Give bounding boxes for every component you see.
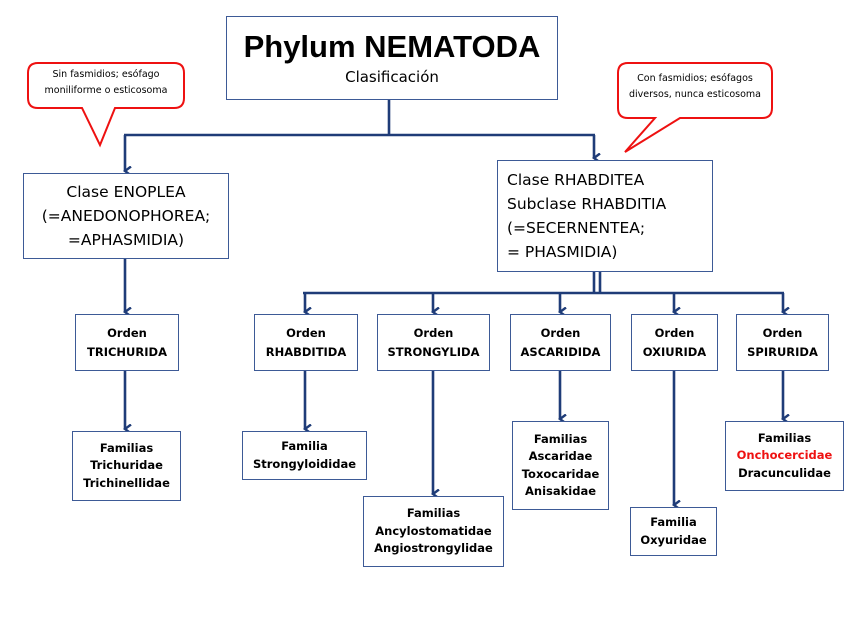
order-oxiurida-box: Orden OXIURIDA — [631, 314, 718, 371]
family-label: Familias — [99, 440, 154, 455]
family-name: Toxocaridae — [521, 466, 600, 481]
family-name: Oxyuridae — [640, 532, 707, 547]
family-label: Familias — [533, 431, 588, 446]
callout-left: Sin fasmidios; esófago moniliforme o est… — [28, 67, 184, 99]
phylum-title-box: Phylum NEMATODA Clasificación — [226, 16, 558, 100]
page-title: Phylum NEMATODA — [243, 29, 541, 64]
family-name-highlighted: Onchocercidae — [736, 448, 833, 463]
class-rhabditea-line: Clase RHABDITEA — [507, 171, 645, 189]
family-name: Trichuridae — [90, 458, 163, 473]
order-label: Orden — [286, 325, 326, 340]
family-label: Familias — [406, 506, 461, 521]
family-ascaridida-box: Familias Ascaridae Toxocaridae Anisakida… — [512, 421, 609, 510]
callout-left-shape — [27, 62, 185, 148]
callout-right-line: diversos, nunca esticosoma — [629, 89, 761, 100]
family-name: Ascaridae — [528, 449, 593, 463]
class-enoplea-line: =APHASMIDIA) — [67, 231, 185, 249]
order-label: Orden — [107, 325, 147, 340]
callout-right-line: Con fasmidios; esófagos — [637, 73, 753, 84]
family-trichurida-box: Familias Trichuridae Trichinellidae — [72, 431, 181, 501]
order-label: Orden — [654, 325, 695, 340]
family-oxiurida-box: Familia Oxyuridae — [630, 507, 717, 556]
order-name: SPIRURIDA — [747, 344, 818, 359]
callout-right-shape — [617, 62, 773, 153]
order-label: Orden — [413, 325, 454, 340]
order-ascaridida-box: Orden ASCARIDIDA — [510, 314, 611, 371]
family-name: Ancylostomatidae — [375, 523, 492, 538]
family-name: Anisakidae — [524, 484, 597, 498]
callout-right: Con fasmidios; esófagos diversos, nunca … — [618, 71, 772, 103]
family-strongylida-box: Familias Ancylostomatidae Angiostrongyli… — [363, 496, 504, 567]
page-subtitle: Clasificación — [345, 68, 439, 86]
class-rhabditea-line: = PHASMIDIA) — [507, 243, 618, 261]
order-trichurida-box: Orden TRICHURIDA — [75, 314, 179, 371]
family-name: Dracunculidae — [738, 465, 831, 480]
family-label: Familia — [650, 515, 697, 529]
callout-left-line: Sin fasmidios; esófago — [52, 69, 160, 80]
order-label: Orden — [540, 325, 581, 340]
family-name: Angiostrongylidae — [374, 541, 493, 556]
family-name: Strongyloididae — [252, 456, 357, 471]
class-rhabditea-line: Subclase RHABDITIA — [507, 195, 667, 213]
family-name: Trichinellidae — [83, 475, 170, 490]
order-name: STRONGYLIDA — [387, 344, 480, 359]
order-label: Orden — [762, 325, 803, 340]
order-name: OXIURIDA — [642, 344, 707, 359]
order-rhabditida-box: Orden RHABDITIDA — [254, 314, 358, 371]
order-name: RHABDITIDA — [265, 344, 347, 359]
order-strongylida-box: Orden STRONGYLIDA — [377, 314, 490, 371]
class-enoplea-line: Clase ENOPLEA — [66, 183, 186, 201]
class-rhabditea-box: Clase RHABDITEA Subclase RHABDITIA (=SEC… — [497, 160, 713, 272]
class-enoplea-box: Clase ENOPLEA (=ANEDONOPHOREA; =APHASMID… — [23, 173, 229, 259]
family-spirurida-box: Familias Onchocercidae Dracunculidae — [725, 421, 844, 491]
order-spirurida-box: Orden SPIRURIDA — [736, 314, 829, 371]
class-enoplea-line: (=ANEDONOPHOREA; — [41, 207, 211, 225]
order-name: TRICHURIDA — [87, 344, 167, 359]
family-label: Familias — [757, 430, 812, 445]
order-name: ASCARIDIDA — [520, 344, 601, 359]
family-rhabditida-box: Familia Strongyloididae — [242, 431, 367, 480]
family-label: Familia — [281, 439, 328, 453]
class-rhabditea-line: (=SECERNENTEA; — [507, 219, 646, 237]
callout-left-line: moniliforme o esticosoma — [44, 85, 168, 96]
